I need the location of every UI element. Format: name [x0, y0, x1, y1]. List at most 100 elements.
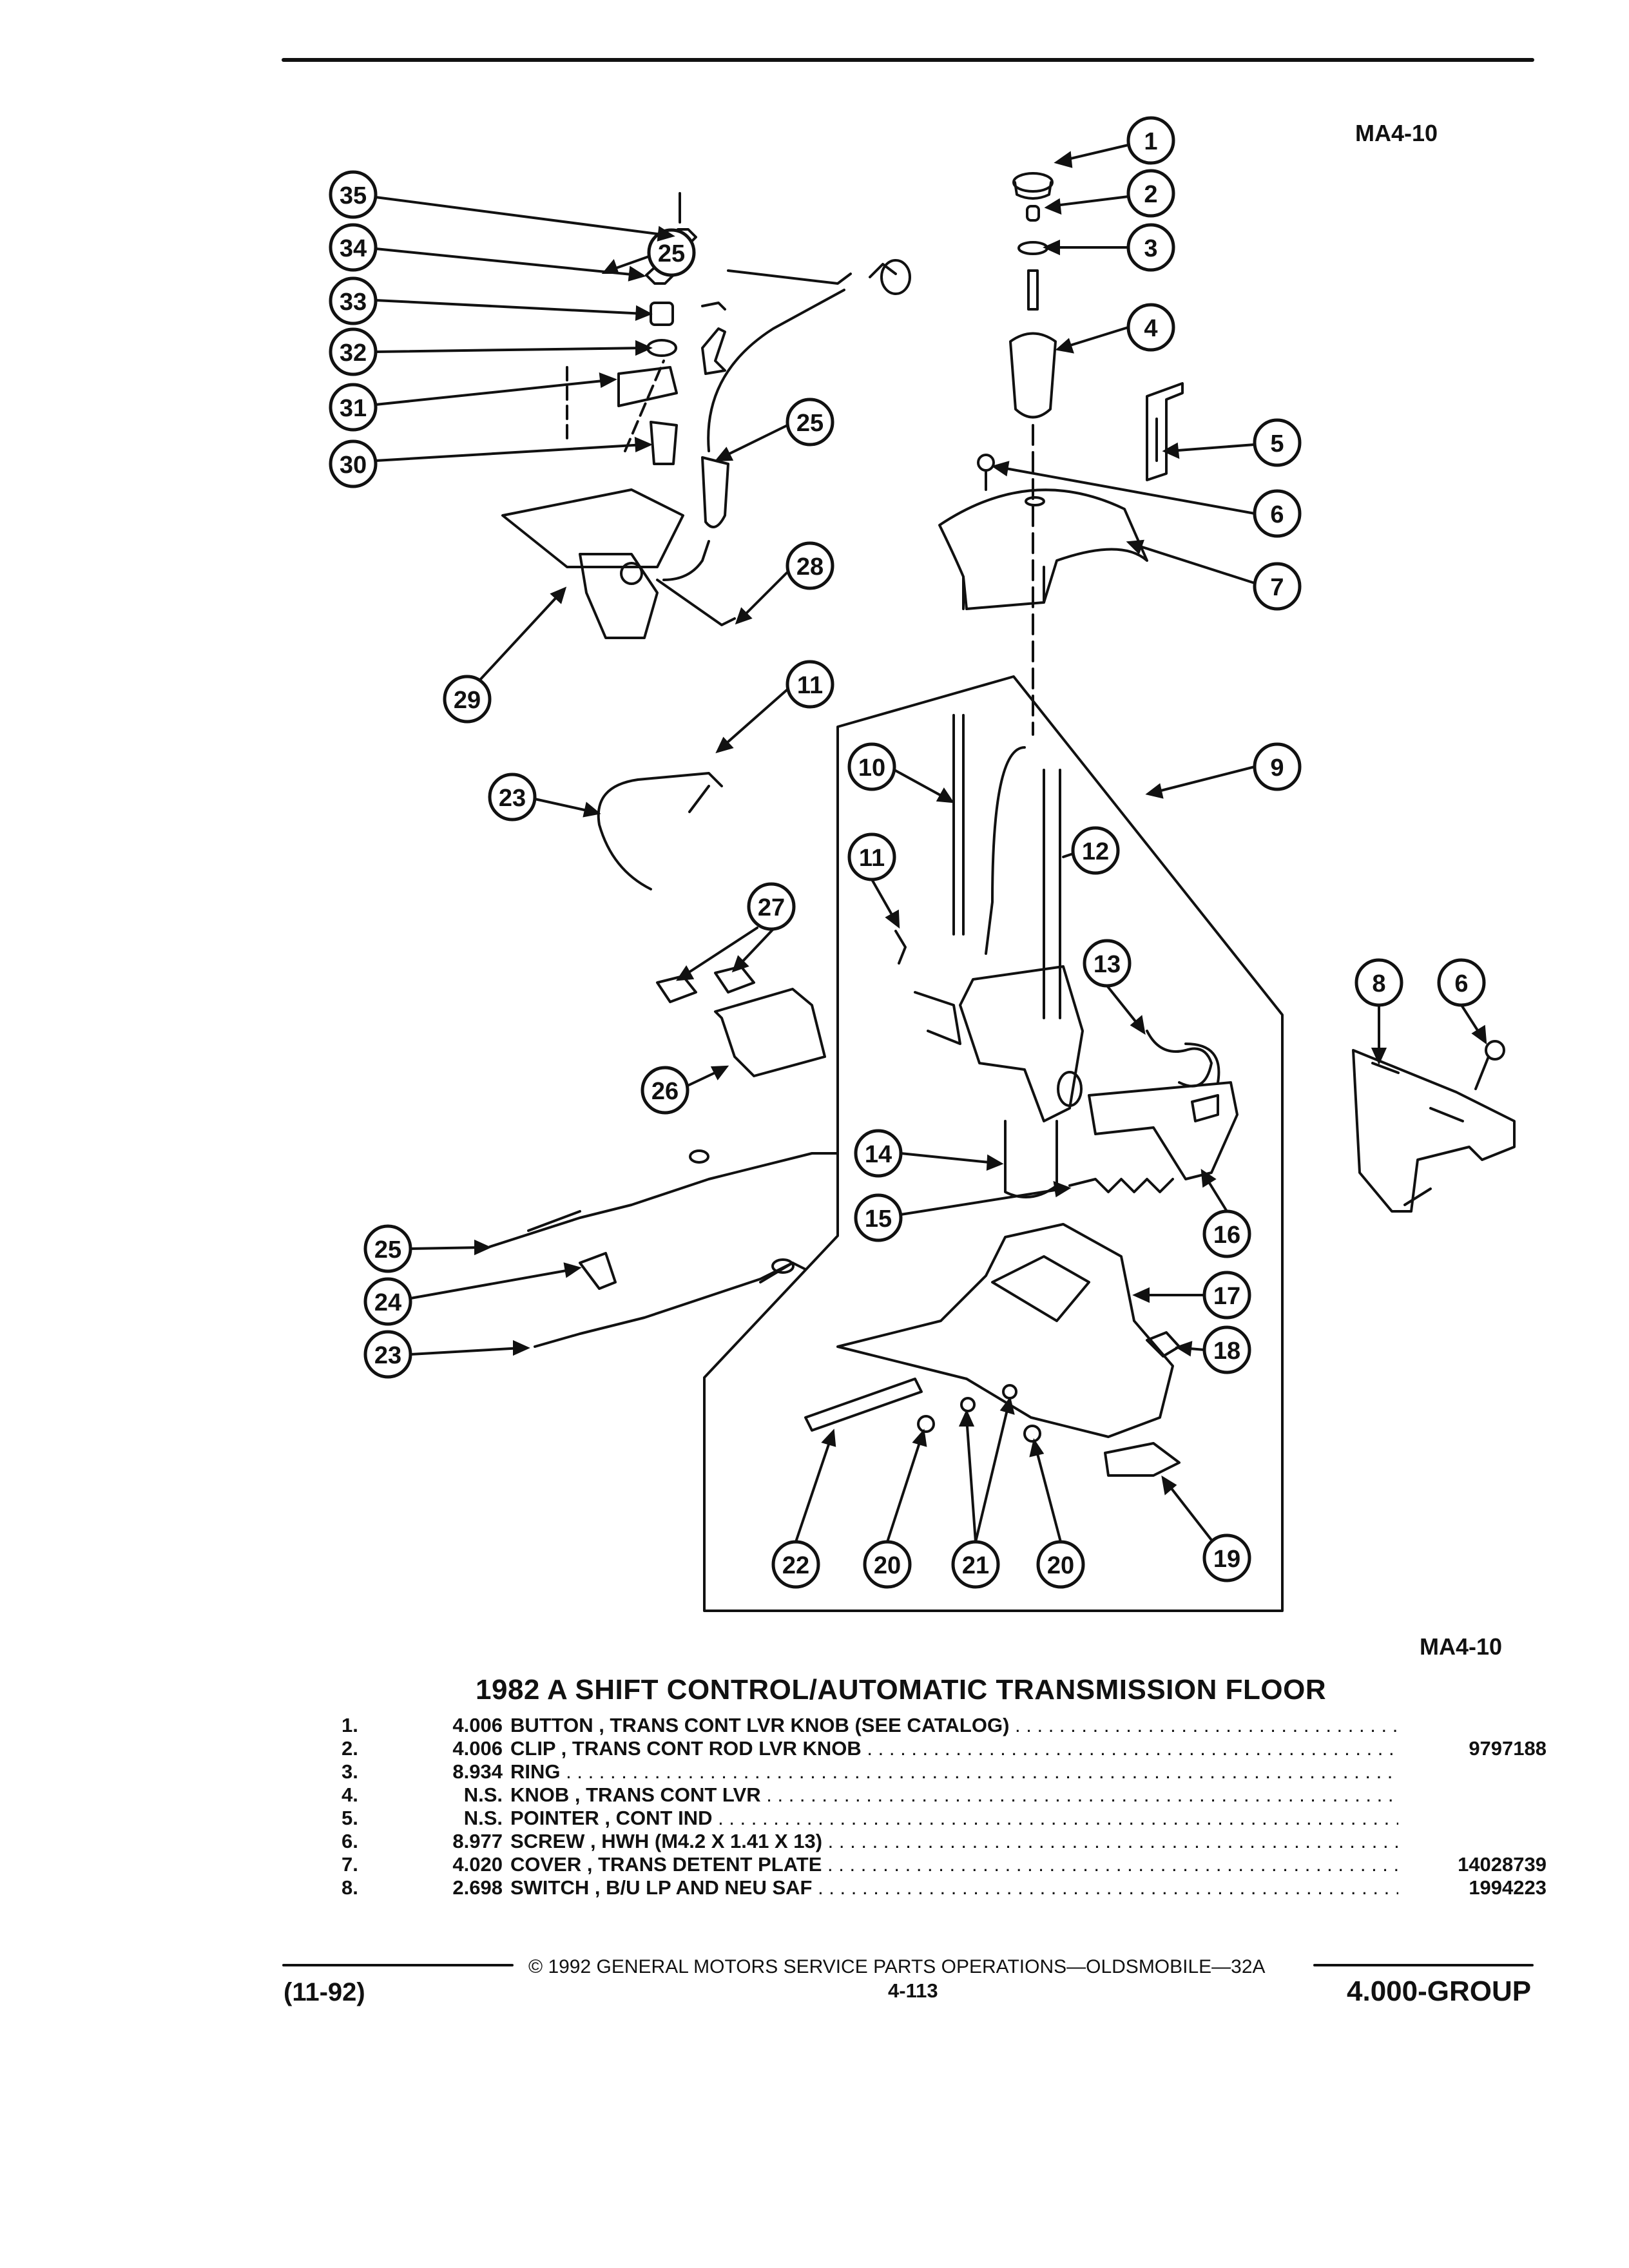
callout-19 — [1202, 1533, 1251, 1582]
parts-list-row: 1. 4.006 BUTTON , TRANS CONT LVR KNOB (S… — [342, 1714, 1547, 1737]
bracket-part — [1004, 1120, 1058, 1198]
part-description: RING — [510, 1760, 1398, 1783]
callout-27 — [747, 882, 796, 931]
callout-25b — [786, 398, 834, 447]
part-description: CLIP , TRANS CONT ROD LVR KNOB — [510, 1737, 1398, 1760]
callout-label: 28 — [796, 553, 824, 581]
callout-label: 25 — [796, 410, 824, 437]
item-number: 7. — [342, 1853, 358, 1876]
group-code: N.S. — [463, 1783, 503, 1806]
part-description: BUTTON , TRANS CONT LVR KNOB (SEE CATALO… — [510, 1714, 1398, 1737]
item-number: 2. — [342, 1737, 358, 1760]
spring-part-15 — [1068, 1178, 1174, 1193]
group-code: 4.020 — [452, 1853, 503, 1876]
part-description: SCREW , HWH (M4.2 X 1.41 X 13) — [510, 1830, 1398, 1853]
shift-lever-assembly — [914, 714, 1084, 1122]
callout-2 — [1126, 169, 1175, 218]
callout-26 — [641, 1066, 689, 1115]
callout-label: 30 — [340, 452, 367, 479]
callout-label: 3 — [1144, 235, 1157, 262]
neutral-switch-part — [1352, 1049, 1516, 1213]
callout-11b — [786, 660, 834, 709]
callout-label: 12 — [1082, 838, 1109, 865]
callout-label: 29 — [454, 687, 481, 714]
item-number: 6. — [342, 1830, 358, 1852]
callout-10 — [847, 742, 896, 791]
spring-part — [1146, 1030, 1220, 1088]
callout-label: 5 — [1270, 430, 1284, 457]
group-code: 8.934 — [452, 1760, 503, 1783]
callout-label: 31 — [340, 395, 367, 422]
revision-date: (11-92) — [284, 1978, 365, 2006]
parts-list-row: 3. 8.934 RING — [342, 1760, 1547, 1783]
group-code: 4.006 — [452, 1737, 503, 1760]
callout-label: 6 — [1454, 970, 1468, 997]
callout-label: 1 — [1144, 128, 1157, 155]
callout-label: 11 — [859, 845, 885, 872]
item-number: 8. — [342, 1876, 358, 1899]
callout-label: 27 — [758, 894, 785, 921]
callout-25c — [647, 228, 696, 277]
callout-label: 9 — [1270, 754, 1284, 782]
bushing-part — [917, 1415, 935, 1433]
diagram-code-top: MA4-10 — [1355, 120, 1438, 146]
callout-label: 35 — [340, 182, 367, 209]
callout-29 — [443, 675, 492, 724]
callout-label: 7 — [1270, 574, 1284, 601]
bushing-part — [1002, 1384, 1017, 1399]
callout-1 — [1126, 116, 1175, 165]
copyright-notice: © 1992 GENERAL MOTORS SERVICE PARTS OPER… — [528, 1956, 1266, 1977]
callout-label: 6 — [1270, 501, 1284, 528]
callout-30 — [329, 439, 378, 488]
transmission-linkage-assembly — [501, 192, 911, 639]
parts-list-row: 4. N.S. KNOB , TRANS CONT LVR — [342, 1783, 1547, 1807]
callout-label: 21 — [962, 1552, 989, 1579]
clip-part — [894, 930, 907, 965]
callout-label: 34 — [340, 235, 367, 262]
callout-7 — [1253, 562, 1302, 611]
group-label: 4.000-GROUP — [1347, 1975, 1532, 2007]
callout-label: 19 — [1213, 1546, 1240, 1573]
shift-knob-assembly — [1009, 172, 1057, 736]
callout-label: 22 — [782, 1552, 809, 1579]
callout-label: 33 — [340, 289, 367, 316]
callout-12 — [1071, 826, 1120, 875]
callout-35 — [329, 170, 378, 219]
callout-15 — [854, 1193, 903, 1242]
callout-label: 4 — [1144, 315, 1157, 342]
callout-label: 25 — [658, 240, 685, 267]
bushing-part — [960, 1397, 976, 1412]
callout-label: 17 — [1213, 1283, 1240, 1310]
callout-label: 20 — [874, 1552, 901, 1579]
assembly-outline — [703, 675, 1284, 1612]
pointer-part — [1146, 382, 1184, 481]
callout-label: 11 — [797, 672, 823, 699]
detent-cover-part — [938, 488, 1148, 610]
callout-24 — [363, 1277, 412, 1326]
parts-list-row: 8. 2.698 SWITCH , B/U LP AND NEU SAF 199… — [342, 1876, 1547, 1899]
diagram-code-bottom: MA4-10 — [1420, 1633, 1503, 1660]
callout-label: 23 — [374, 1342, 401, 1369]
part-number: 9797188 — [1469, 1737, 1547, 1760]
screw-part-6b — [1474, 1040, 1505, 1090]
callout-label: 2 — [1144, 181, 1157, 208]
callout-label: 10 — [858, 754, 885, 782]
callout-label: 16 — [1213, 1222, 1240, 1249]
lock-bracket-part — [1104, 1442, 1181, 1477]
parts-list-row: 2. 4.006 CLIP , TRANS CONT ROD LVR KNOB … — [342, 1737, 1547, 1760]
callout-label: 23 — [499, 785, 526, 812]
callout-label: 13 — [1094, 951, 1121, 978]
callout-label: 8 — [1372, 970, 1385, 997]
callout-label: 26 — [651, 1078, 679, 1105]
item-number: 5. — [342, 1807, 358, 1829]
callout-label: 20 — [1047, 1552, 1074, 1579]
group-code: N.S. — [463, 1807, 503, 1829]
callout-28 — [786, 541, 834, 590]
cable-part-upper — [597, 772, 723, 890]
item-number: 4. — [342, 1783, 358, 1806]
detent-plate-part — [1088, 1081, 1239, 1180]
item-number: 1. — [342, 1714, 358, 1736]
callout-label: 18 — [1213, 1338, 1240, 1365]
